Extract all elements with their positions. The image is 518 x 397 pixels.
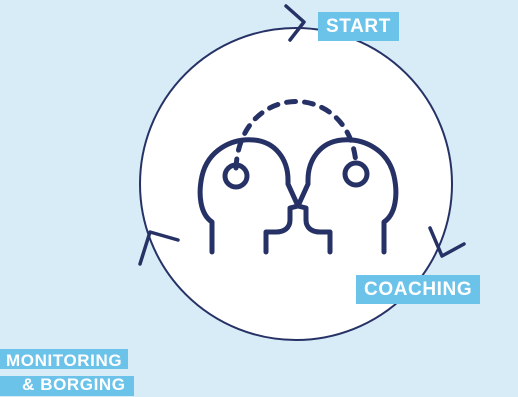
left-head — [197, 137, 301, 255]
arrowhead-left-icon — [138, 230, 180, 266]
cycle-circle — [139, 27, 453, 341]
left-head-node — [222, 162, 250, 190]
cycle-diagram: START COACHING MONITORING & BORGING — [0, 4, 481, 396]
cycle-svg — [138, 4, 466, 341]
monitoring-label: MONITORING & BORGING — [0, 349, 174, 397]
monitoring-label-line2: & BORGING — [0, 376, 134, 396]
right-head — [295, 137, 399, 255]
arrowhead-right-icon — [428, 226, 466, 258]
right-head-node — [342, 160, 370, 188]
arrowhead-top-icon — [284, 4, 306, 42]
monitoring-label-line1: MONITORING — [0, 349, 129, 369]
start-label: START — [318, 12, 399, 41]
two-heads-connected-icon — [197, 99, 399, 255]
coaching-label: COACHING — [356, 275, 481, 304]
connection-arc — [233, 99, 359, 171]
